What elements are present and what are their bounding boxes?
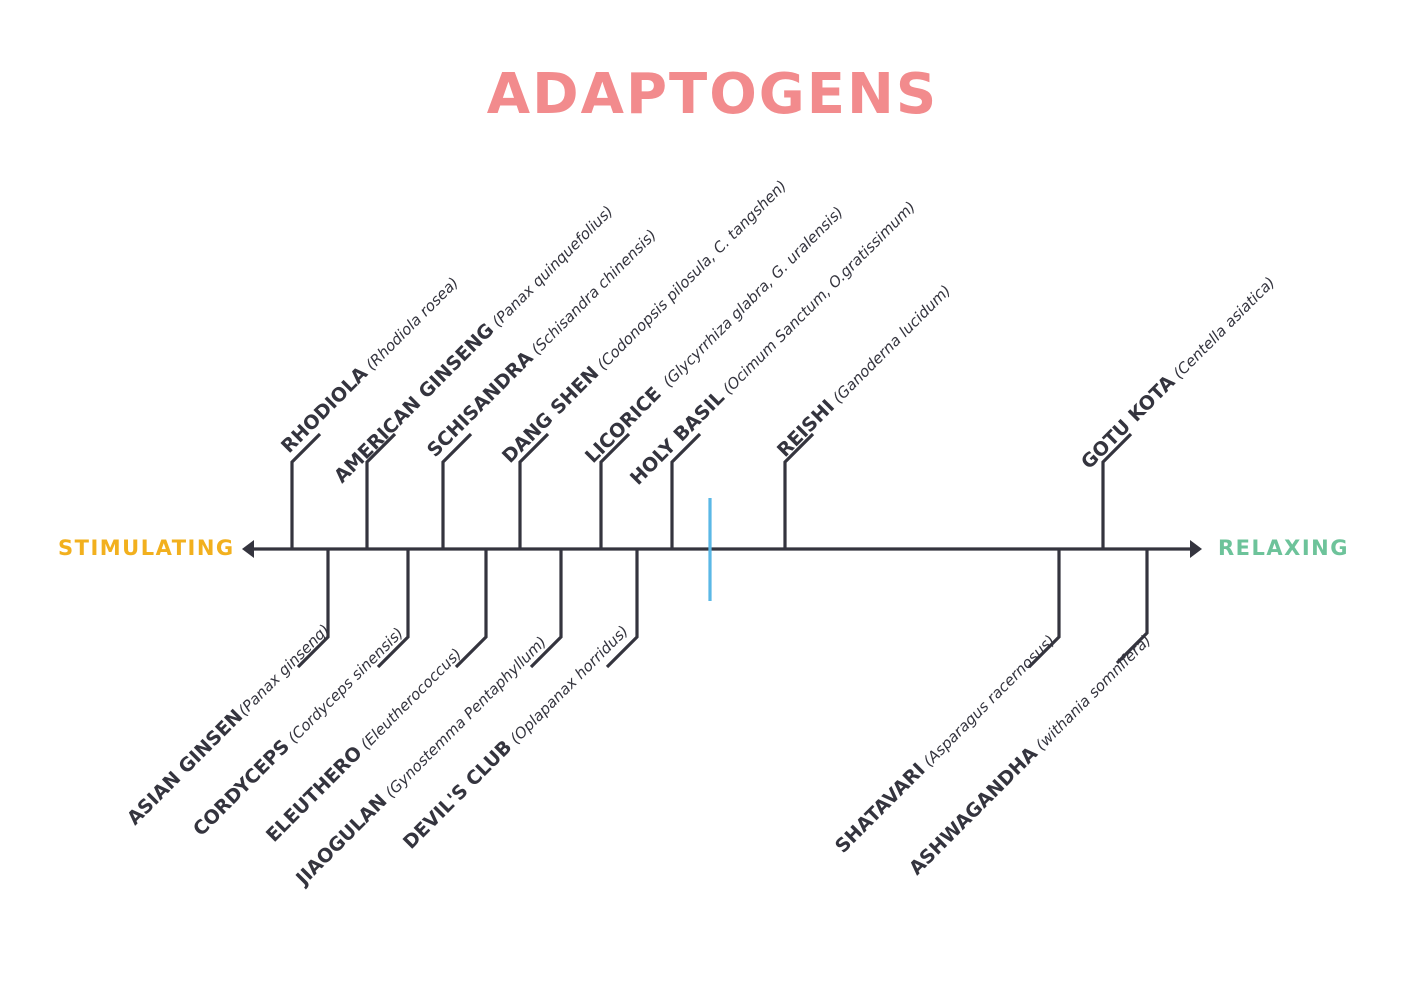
herb-ashwagandha: ASHWAGANDHA(withania somnifera) <box>905 549 1155 880</box>
left-arrowhead-icon <box>242 540 254 558</box>
herb-scientific-name: (Centella asiatica) <box>1170 273 1279 382</box>
herb-scientific-name: (Asparagus racernosus) <box>920 631 1059 770</box>
herb-name: GOTU KOTA <box>1077 371 1180 474</box>
relaxing-label: RELAXING <box>1218 536 1349 560</box>
svg-text:RHODIOLA(Rhodiola rosea): RHODIOLA(Rhodiola rosea) <box>277 272 463 458</box>
herb-gotu-kota: GOTU KOTA(Centella asiatica) <box>1077 271 1279 549</box>
herb-rhodiola: RHODIOLA(Rhodiola rosea) <box>277 272 463 549</box>
herb-scientific-name: (Ganoderna lucidum) <box>829 281 954 406</box>
svg-text:DANG SHEN(Codonopsis pilosula,: DANG SHEN(Codonopsis pilosula, C. tangsh… <box>498 175 791 468</box>
herb-devils-club: DEVIL'S CLUB(Oplapanax horridus) <box>399 549 639 854</box>
herb-name: SHATAVARI <box>831 759 930 858</box>
stimulating-label: STIMULATING <box>58 536 235 560</box>
svg-text:AMERICAN GINSENG(Panax quinque: AMERICAN GINSENG(Panax quinquefolius) <box>330 200 617 487</box>
herb-shatavari: SHATAVARI(Asparagus racernosus) <box>831 549 1061 858</box>
herb-name: REISHI <box>773 396 839 462</box>
svg-text:JIAOGULAN(Gynostemma Pentaphyl: JIAOGULAN(Gynostemma Pentaphyllum) <box>291 631 551 891</box>
svg-text:GOTU KOTA(Centella asiatica): GOTU KOTA(Centella asiatica) <box>1077 271 1279 473</box>
right-arrowhead-icon <box>1190 540 1202 558</box>
herb-scientific-name: (Oplapanax horridus) <box>506 622 632 748</box>
page-title: ADAPTOGENS <box>486 62 939 127</box>
herb-scientific-name: (Panax quinquefolius) <box>489 202 617 330</box>
